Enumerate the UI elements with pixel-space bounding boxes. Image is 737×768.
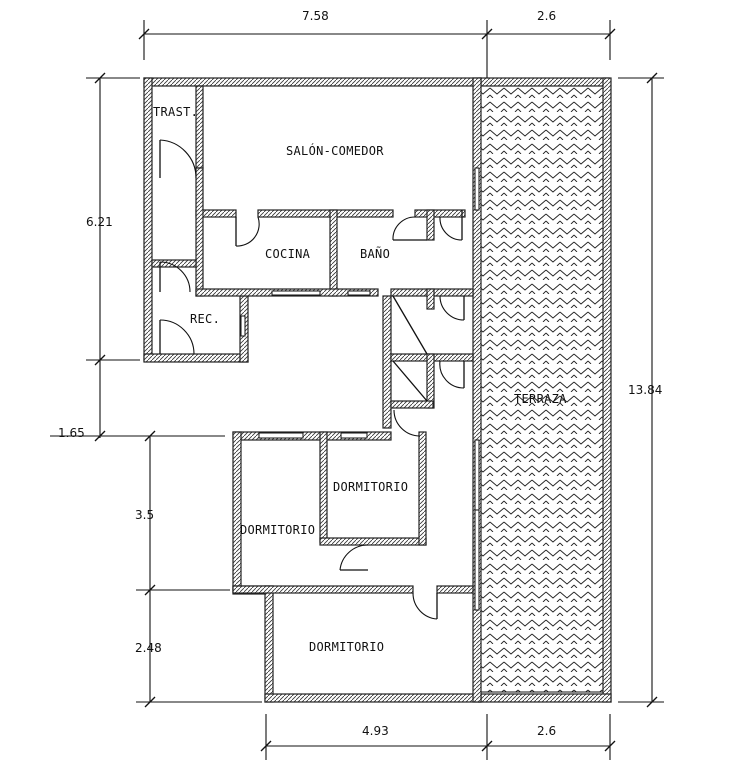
dimension-top-main: 7.58 [302,9,329,23]
room-label-terraza: TERRAZA [514,392,567,406]
dimension-top-terrace: 2.6 [537,9,556,23]
room-label-dormitorio-2: DORMITORIO [240,523,315,537]
room-label-salon: SALÓN-COMEDOR [286,143,384,158]
dimension-left-upper: 6.21 [86,215,113,229]
interior-walls [151,85,474,594]
windows [240,167,480,611]
room-label-cocina: COCINA [265,247,311,261]
room-label-recibidor: REC. [190,312,220,326]
dimension-bottom-main: 4.93 [362,724,389,738]
terrace-area [478,77,612,703]
room-label-bano: BAÑO [360,246,390,261]
dimension-right-total: 13.84 [628,383,662,397]
room-label-dormitorio-1: DORMITORIO [333,480,408,494]
room-label-trastero: TRAST. [153,105,198,119]
room-label-dormitorio-3: DORMITORIO [309,640,384,654]
doors [159,139,465,620]
dimension-lines [50,20,664,760]
dimension-left-offset: 1.65 [58,426,85,440]
dimension-left-middle: 3.5 [135,508,154,522]
dimension-left-lower: 2.48 [135,641,162,655]
dimension-bottom-terrace: 2.6 [537,724,556,738]
